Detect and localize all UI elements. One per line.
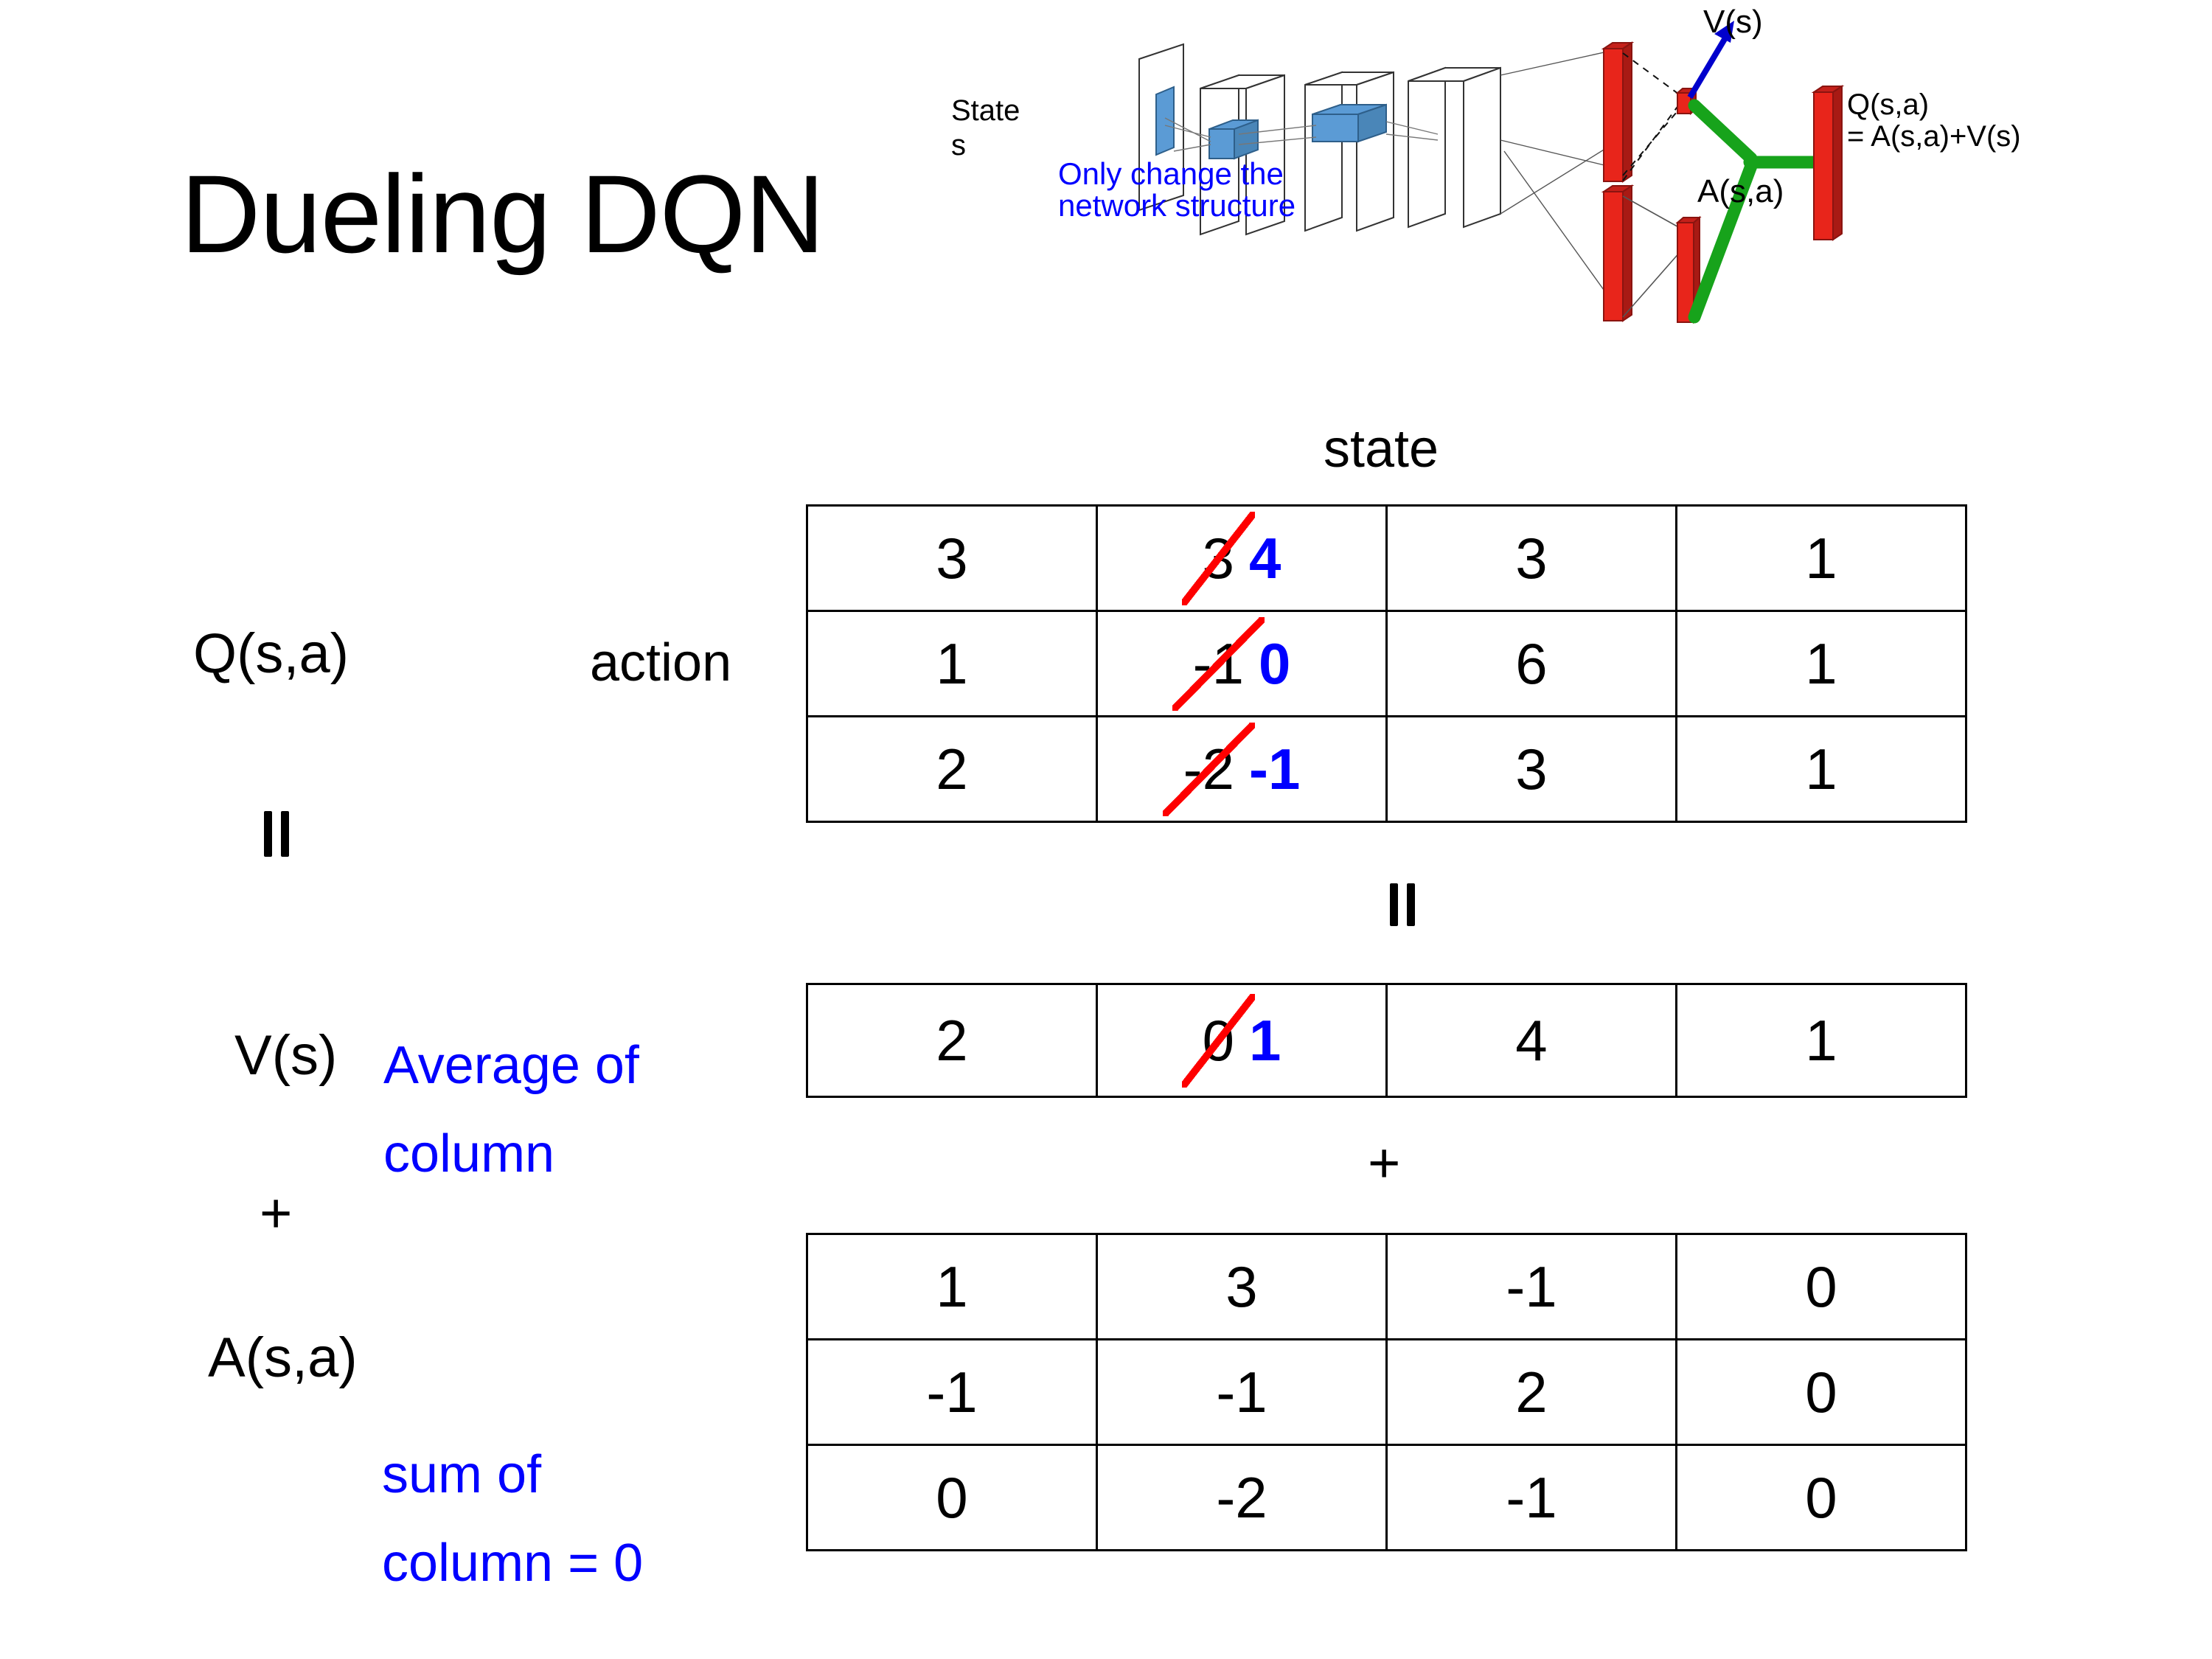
q-cell-r1c2[interactable]: 6 [1385,610,1677,717]
table-row: 2 -2 -1 3 1 [806,715,1967,823]
a-cell-r1c1[interactable]: -1 [1096,1338,1388,1446]
equals-sign-center [1390,883,1415,926]
q-cell-r2c3[interactable]: 1 [1675,715,1967,823]
a-function-label: A(s,a) [208,1326,358,1389]
table-row: 1 -1 0 6 1 [806,610,1967,717]
q-cell-r0c2[interactable]: 3 [1385,504,1677,612]
q-cell-r0c1-old-value: 3 [1181,511,1256,605]
q-cell-r1c1-old-value: -1 [1172,616,1265,711]
v-function-label: V(s) [234,1024,338,1087]
avg-note-line2: column [383,1124,555,1183]
diagram-state-label: State [951,94,1020,127]
table-row: 3 3 4 3 1 [806,504,1967,612]
table-row: 0 -2 -1 0 [806,1444,1967,1551]
sum-note-line2: column = 0 [382,1534,644,1593]
a-cell-r0c2[interactable]: -1 [1385,1233,1677,1340]
diagram-advantage-label: A(s,a) [1697,173,1784,209]
v-cell-c0[interactable]: 2 [806,983,1098,1098]
q-cell-r2c2[interactable]: 3 [1385,715,1677,823]
merge-green-lines [1688,99,1824,324]
v-cell-c1[interactable]: 0 1 [1096,983,1388,1098]
diagram-note-line1: Only change the [1058,156,1284,191]
a-cell-r1c2[interactable]: 2 [1385,1338,1677,1446]
q-cell-r1c3[interactable]: 1 [1675,610,1967,717]
equals-sign-left-top [264,811,289,857]
a-cell-r2c0[interactable]: 0 [806,1444,1098,1551]
state-axis-label: state [1324,420,1439,479]
table-row: -1 -1 2 0 [806,1338,1967,1446]
diagram-q-label-line2: = A(s,a)+V(s) [1847,120,2021,153]
q-cell-r0c1[interactable]: 3 4 [1096,504,1388,612]
a-cell-r0c1[interactable]: 3 [1096,1233,1388,1340]
v-cell-c3[interactable]: 1 [1675,983,1967,1098]
a-cell-r1c3[interactable]: 0 [1675,1338,1967,1446]
q-cell-r2c1-new-value: -1 [1249,736,1301,801]
q-cell-r2c1-old-value: -2 [1162,722,1256,816]
a-cell-r0c0[interactable]: 1 [806,1233,1098,1340]
a-cell-r2c1[interactable]: -2 [1096,1444,1388,1551]
dueling-network-diagram: State s Only change the network structur… [951,4,2197,406]
plus-sign-center: + [1368,1132,1401,1194]
v-value-table: 2 0 1 4 1 [806,983,1967,1098]
a-cell-r1c0[interactable]: -1 [806,1338,1098,1446]
v-cell-c2[interactable]: 4 [1385,983,1677,1098]
q-cell-r2c0[interactable]: 2 [806,715,1098,823]
action-axis-label: action [590,633,732,692]
avg-note-line1: Average of [383,1036,639,1095]
diagram-state-sublabel: s [951,129,966,161]
a-cell-r2c2[interactable]: -1 [1385,1444,1677,1551]
page-title: Dueling DQN [181,152,825,276]
q-cell-r0c0[interactable]: 3 [806,504,1098,612]
q-function-label: Q(s,a) [193,622,349,685]
q-cell-r1c0[interactable]: 1 [806,610,1098,717]
diagram-note-line2: network structure [1058,188,1296,223]
v-cell-c1-old-value: 0 [1181,993,1256,1088]
diagram-q-label-line1: Q(s,a) [1847,88,1930,121]
sum-note-line1: sum of [382,1445,542,1504]
diagram-value-label: V(s) [1703,4,1763,40]
plus-sign-left: + [260,1182,293,1245]
advantage-table: 1 3 -1 0 -1 -1 2 0 0 -2 -1 0 [806,1233,1967,1551]
q-value-table: 3 3 4 3 1 1 -1 0 6 1 2 [806,504,1967,823]
table-row: 1 3 -1 0 [806,1233,1967,1340]
a-cell-r0c3[interactable]: 0 [1675,1233,1967,1340]
table-row: 2 0 1 4 1 [806,983,1967,1098]
a-cell-r2c3[interactable]: 0 [1675,1444,1967,1551]
q-cell-r1c1[interactable]: -1 0 [1096,610,1388,717]
network-diagram-svg [1138,21,1845,324]
value-arrow [1687,21,1734,100]
q-cell-r0c3[interactable]: 1 [1675,504,1967,612]
q-cell-r2c1[interactable]: -2 -1 [1096,715,1388,823]
